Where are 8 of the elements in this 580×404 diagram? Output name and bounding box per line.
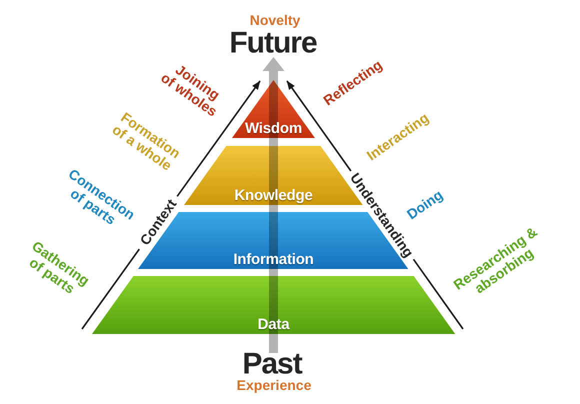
tier-label: Information: [233, 252, 314, 267]
heading-text: Past: [242, 351, 302, 377]
caption-text: Novelty: [250, 13, 300, 27]
tier-label: Wisdom: [244, 121, 302, 136]
caption-text: Experience: [236, 378, 312, 392]
tier-label: Data: [258, 317, 290, 332]
tier-label: Knowledge: [234, 188, 313, 203]
heading-text: Future: [229, 30, 317, 56]
